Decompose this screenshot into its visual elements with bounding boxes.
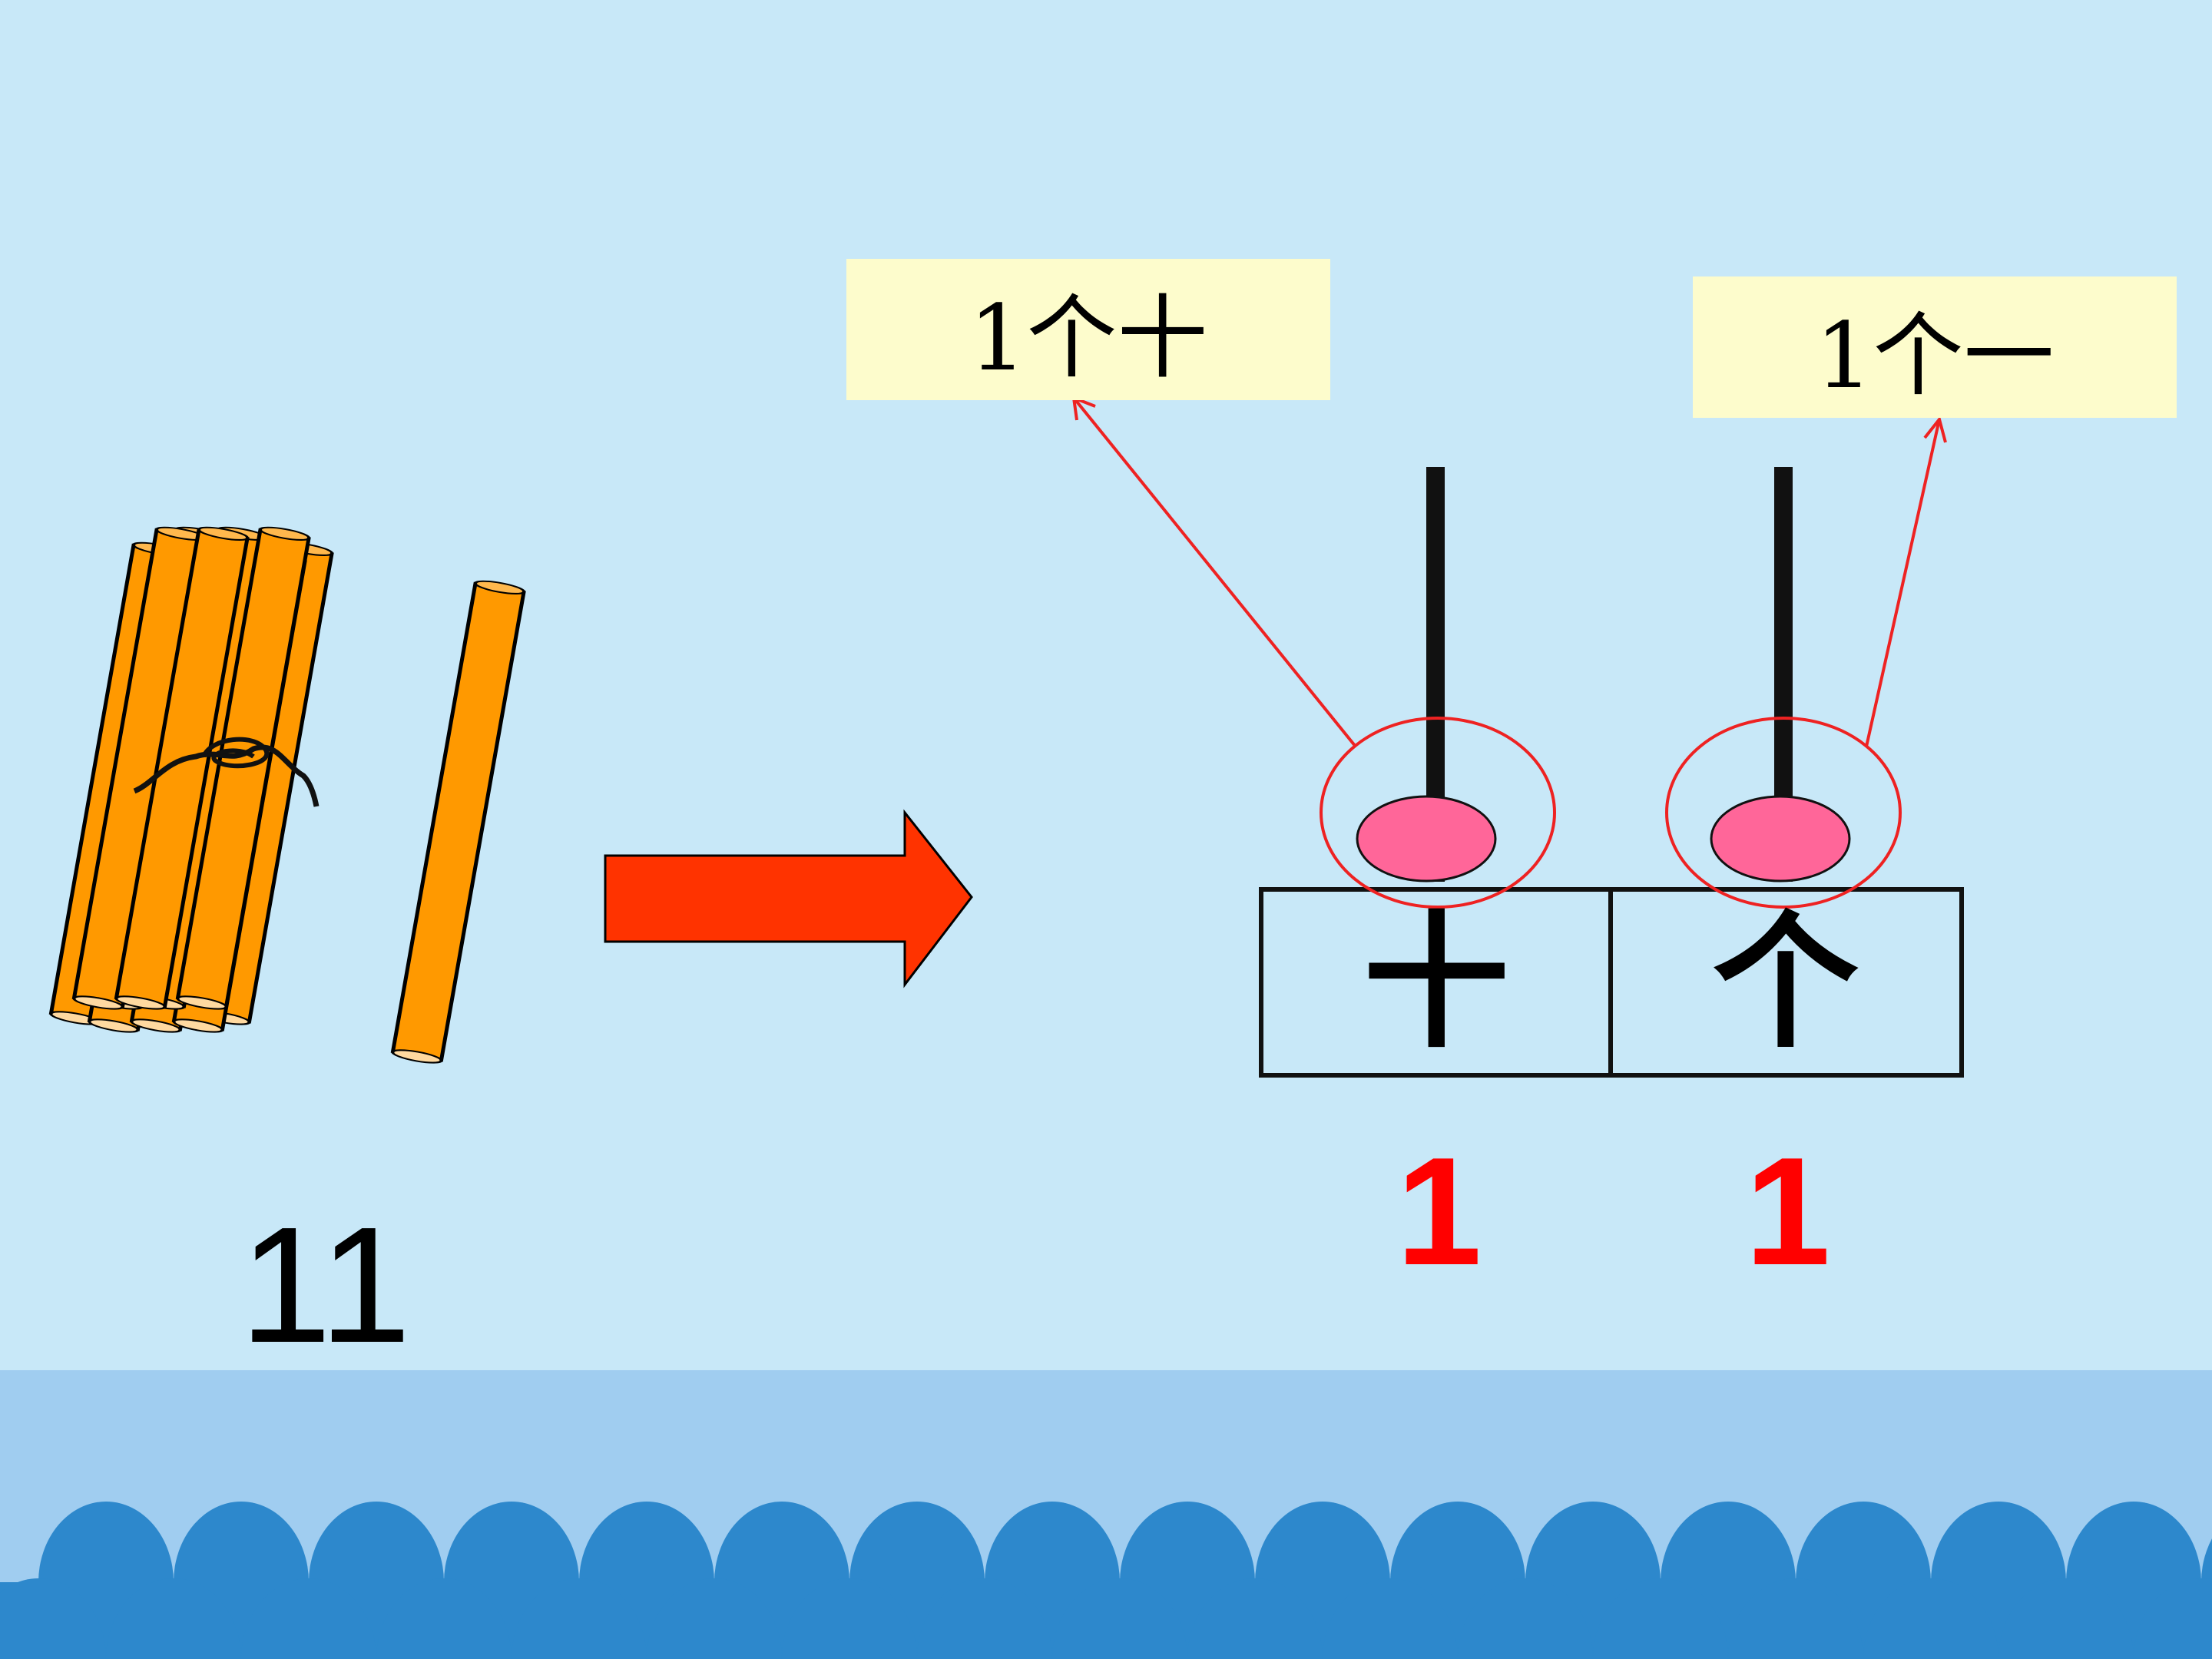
- wave-scallop: [1458, 1578, 1593, 1659]
- ones-digit: 1: [1745, 1126, 1831, 1297]
- single-stick: [392, 578, 525, 1065]
- tens-digit: 1: [1396, 1126, 1482, 1297]
- wave-scallop: [1187, 1578, 1323, 1659]
- tens-ring: [1320, 717, 1556, 909]
- tens-pointer: [1071, 395, 1357, 748]
- ones-heading: 个: [1712, 896, 1859, 1068]
- tens-heading: 十: [1363, 896, 1509, 1068]
- place-value-table: [1259, 887, 1964, 1078]
- wave-scallop: [376, 1578, 512, 1659]
- wave-scallop: [1998, 1578, 2134, 1659]
- wave-scallop: [1593, 1578, 1728, 1659]
- arrow-icon: [604, 809, 973, 988]
- wave-scallop: [1323, 1578, 1458, 1659]
- ones-label: 1个一: [1693, 276, 2177, 418]
- ones-pointer: [1865, 416, 1947, 747]
- stick-bundle: [50, 525, 333, 1035]
- wave-scallop: [512, 1578, 647, 1659]
- ones-label-text: 1个一: [1815, 302, 2055, 409]
- wave-scallop: [0, 1578, 106, 1659]
- wave-scallop: [647, 1578, 782, 1659]
- ones-bead: [1710, 795, 1851, 882]
- wave-scallop: [2134, 1578, 2212, 1659]
- wave-scallop: [1052, 1578, 1187, 1659]
- tens-label: 1个十: [846, 259, 1330, 400]
- number-label: 11: [240, 1192, 412, 1377]
- wave-scallop: [1863, 1578, 1998, 1659]
- wave-scallop: [1728, 1578, 1863, 1659]
- wave-scallop: [106, 1578, 241, 1659]
- tens-bead: [1356, 795, 1497, 882]
- wave-scallop: [241, 1578, 376, 1659]
- tens-label-text: 1个十: [969, 284, 1208, 391]
- wave-pattern: [0, 1502, 2212, 1659]
- wave-scallop: [782, 1578, 917, 1659]
- wave-scallop: [917, 1578, 1052, 1659]
- ones-ring: [1665, 717, 1902, 909]
